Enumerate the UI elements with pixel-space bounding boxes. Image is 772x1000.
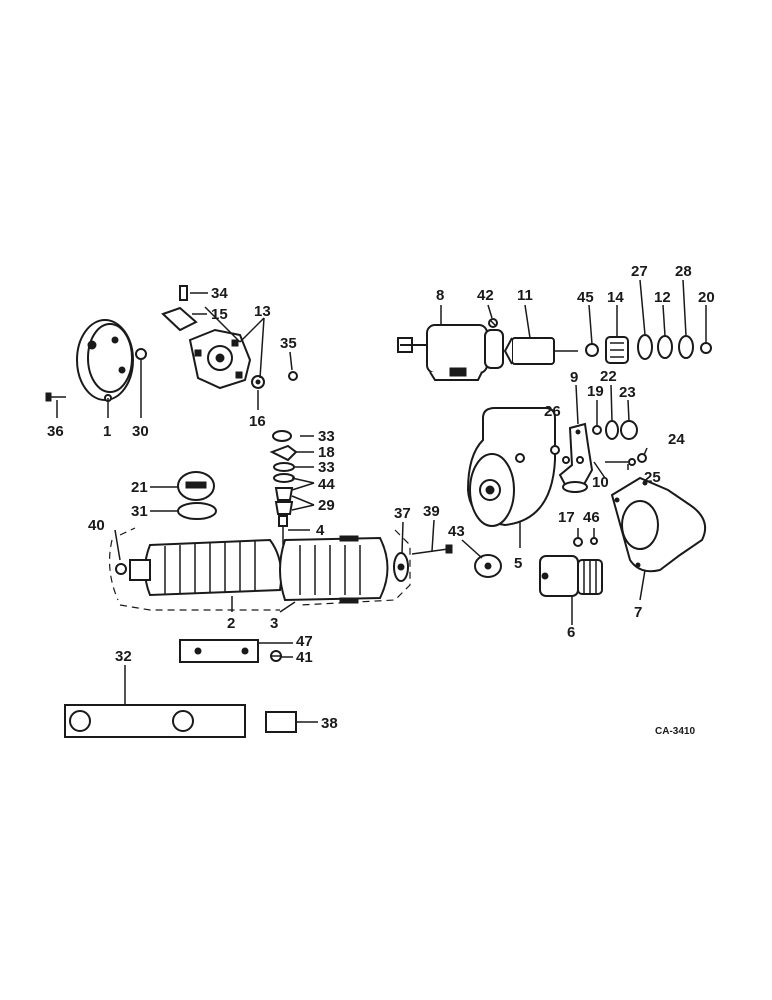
label-10: 10 — [592, 474, 609, 491]
label-18: 18 — [318, 444, 335, 461]
label-19: 19 — [587, 383, 604, 400]
part-end-cover — [76, 319, 134, 402]
label-4: 4 — [316, 522, 325, 539]
part-washer-30 — [135, 348, 147, 360]
part-spring-16 — [251, 375, 265, 389]
part-ring-12 — [657, 335, 673, 359]
part-washer-45 — [585, 343, 599, 357]
label-3: 3 — [270, 615, 278, 632]
label-11: 11 — [517, 287, 533, 304]
leader-lines — [56, 279, 707, 723]
part-gasket-31 — [177, 502, 217, 520]
label-1: 1 — [103, 423, 111, 440]
part-armature-field-assembly — [108, 527, 411, 611]
label-15: 15 — [211, 306, 228, 323]
part-pin-34 — [179, 285, 208, 301]
part-23 — [620, 420, 638, 440]
label-41: 41 — [296, 649, 313, 666]
part-plug-21 — [177, 471, 215, 501]
label-38: 38 — [321, 715, 338, 732]
part-bolt-39 — [411, 544, 453, 555]
part-screw-41 — [270, 650, 282, 662]
label-9: 9 — [570, 369, 578, 386]
label-23: 23 — [619, 384, 636, 401]
part-brush-15 — [161, 306, 207, 332]
label-33a: 33 — [318, 428, 335, 445]
label-24: 24 — [668, 431, 685, 448]
label-40: 40 — [88, 517, 105, 534]
label-43: 43 — [448, 523, 465, 540]
part-screw-42 — [488, 318, 498, 328]
part-drive-housing — [466, 407, 556, 527]
label-28: 28 — [675, 263, 692, 280]
part-ring-27 — [637, 334, 653, 360]
label-16: 16 — [249, 413, 266, 430]
part-strap-32 — [64, 704, 246, 738]
figure-code: CA-3410 — [655, 726, 695, 737]
part-38 — [265, 711, 297, 733]
part-drive-pinion — [539, 555, 603, 597]
callout-labels: 1 2 3 4 5 6 7 8 9 10 11 12 13 14 15 16 1… — [47, 263, 715, 737]
part-brush-plate — [188, 328, 252, 390]
label-21: 21 — [131, 479, 148, 496]
part-ring-28 — [678, 335, 694, 359]
part-shift-lever — [558, 422, 594, 493]
label-46: 46 — [583, 509, 600, 526]
label-32: 32 — [115, 648, 132, 665]
label-26: 26 — [544, 403, 561, 420]
label-29: 29 — [318, 497, 335, 514]
part-solenoid — [397, 324, 504, 381]
label-12: 12 — [654, 289, 671, 306]
label-33b: 33 — [318, 459, 335, 476]
part-24 — [637, 453, 647, 463]
label-39: 39 — [423, 503, 440, 520]
part-contact-14 — [605, 336, 629, 364]
label-25: 25 — [644, 469, 661, 486]
part-brush-terminal-stack — [269, 430, 298, 545]
label-45: 45 — [577, 289, 594, 306]
part-bracket-47 — [179, 639, 259, 663]
part-46 — [590, 537, 598, 545]
part-26 — [550, 445, 560, 455]
label-42: 42 — [477, 287, 494, 304]
label-34: 34 — [211, 285, 228, 302]
label-5: 5 — [514, 555, 522, 572]
part-22 — [605, 420, 619, 440]
label-20: 20 — [698, 289, 715, 306]
label-44: 44 — [318, 476, 335, 493]
label-2: 2 — [227, 615, 235, 632]
label-6: 6 — [567, 624, 575, 641]
label-27: 27 — [631, 263, 648, 280]
label-30: 30 — [132, 423, 149, 440]
part-washer-37 — [393, 552, 409, 582]
label-17: 17 — [558, 509, 575, 526]
label-47: 47 — [296, 633, 313, 650]
part-washer-43 — [474, 554, 502, 578]
label-31: 31 — [131, 503, 148, 520]
part-screw-36 — [45, 392, 66, 402]
part-35 — [288, 371, 298, 381]
part-pin-25 — [605, 458, 636, 466]
part-plunger — [503, 337, 578, 365]
label-22: 22 — [600, 368, 617, 385]
label-8: 8 — [436, 287, 444, 304]
part-17 — [573, 537, 583, 547]
part-drive-end-housing — [610, 476, 706, 573]
label-35: 35 — [280, 335, 297, 352]
label-7: 7 — [634, 604, 642, 621]
part-19 — [592, 425, 602, 435]
label-37: 37 — [394, 505, 411, 522]
label-36: 36 — [47, 423, 64, 440]
label-14: 14 — [607, 289, 624, 306]
label-13: 13 — [254, 303, 271, 320]
part-20 — [700, 342, 712, 354]
